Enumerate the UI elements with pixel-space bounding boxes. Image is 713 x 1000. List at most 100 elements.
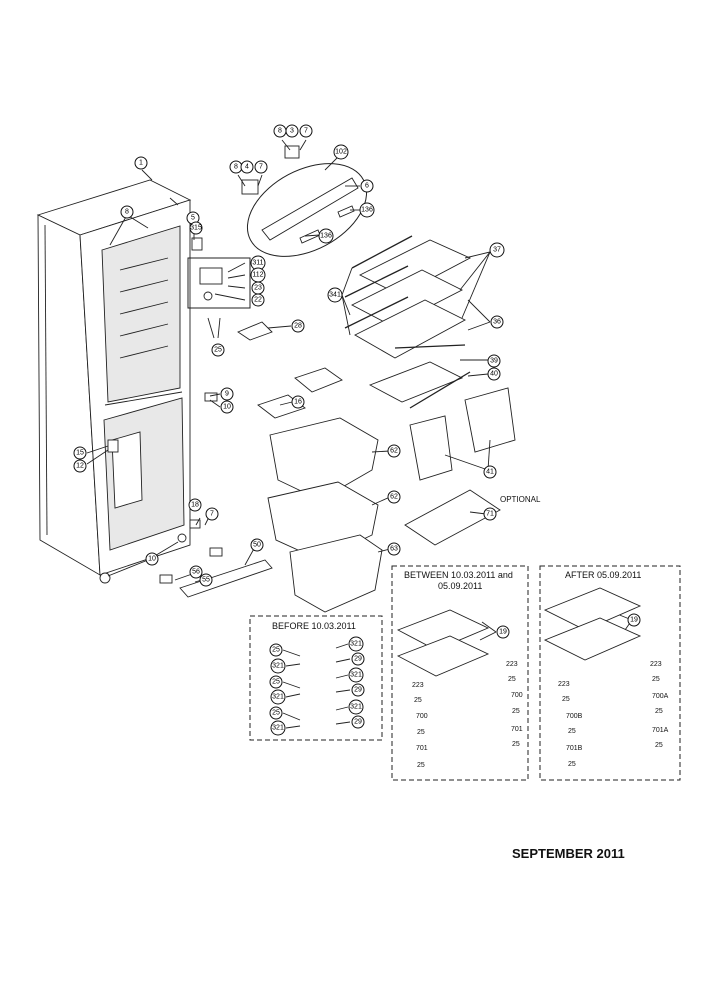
callout-7: 7: [254, 160, 268, 174]
callout-circle: [318, 228, 334, 244]
callout-circle: [220, 387, 234, 401]
leader-lines: [86, 154, 633, 641]
callout-circle: [359, 202, 375, 218]
callout-circle: [203, 291, 213, 301]
part-number-label: 25: [568, 728, 576, 735]
top-hinge-assembly: [237, 139, 307, 195]
before-left-items: 25 321 25 321 25 321: [269, 643, 286, 736]
callout-circle: [269, 643, 283, 657]
callout-circle: [348, 699, 364, 715]
callout-28: 28: [291, 319, 305, 333]
part-number-label: 18: [191, 502, 199, 509]
part-number-label: 37: [493, 247, 501, 254]
callout-12: 12: [73, 459, 87, 473]
callout-9: 9: [220, 387, 234, 401]
part-number-label: 28: [294, 323, 302, 330]
after-callout-19: 19: [630, 617, 638, 624]
part-number-label: 25: [272, 710, 280, 717]
callout-circle: [250, 538, 264, 552]
callout-circle: [351, 683, 365, 697]
callout-6: 6: [360, 179, 374, 193]
foot-parts: [99, 392, 273, 598]
part-number-label: 311: [252, 260, 263, 267]
callout-circle: [270, 720, 286, 736]
callout-circle: [254, 160, 268, 174]
part-number-label: 315: [190, 225, 202, 232]
part-number-label: 9: [225, 391, 229, 398]
callout-circle: [199, 573, 213, 587]
callout-circle: [73, 446, 87, 460]
ice-trays: [257, 367, 343, 419]
part-number-label: 50: [253, 542, 261, 549]
part-number-label: 22: [254, 297, 262, 304]
callout-22: 22: [251, 293, 265, 307]
callout-23: 23: [251, 281, 265, 295]
part-number-label: 321: [350, 672, 362, 679]
part-number-label: 321: [272, 694, 284, 701]
between-box: BETWEEN 10.03.2011 and 05.09.2011 19 223…: [391, 565, 529, 781]
part-number-label: 25: [562, 696, 570, 703]
callout-circle: [483, 465, 497, 479]
callout-circle: [387, 542, 401, 556]
part-number-label: 16: [294, 399, 302, 406]
part-number-label: 701A: [652, 727, 669, 734]
callout-circle: [120, 205, 134, 219]
part-number-label: 223: [650, 661, 662, 668]
callout-circle: [189, 221, 203, 235]
between-left-col: 223 25 700 25 701 25: [412, 682, 428, 769]
part-number-label: 4: [245, 164, 249, 171]
part-number-label: 29: [354, 719, 362, 726]
callout-18: 18: [188, 498, 202, 512]
date-footer: SEPTEMBER 2011: [512, 846, 625, 861]
callout-circle: [251, 293, 265, 307]
egg-tray: [404, 489, 501, 546]
fridge-cabinet: [36, 179, 192, 576]
before-box: BEFORE 10.03.2011 25 321 25 321 25 321 3…: [249, 615, 383, 741]
callout-71: 71: [483, 507, 497, 521]
callout-circle: [291, 319, 305, 333]
part-number-label: 62: [390, 494, 398, 501]
callout-136: 136: [359, 202, 375, 218]
part-number-label: 321: [350, 704, 362, 711]
callout-circle: [285, 124, 299, 138]
part-number-label: 71: [486, 511, 494, 518]
between-box-title-1: BETWEEN 10.03.2011 and: [404, 570, 513, 580]
part-number-label: 15: [76, 450, 84, 457]
callout-circle: [487, 367, 501, 381]
callout-10: 10: [145, 552, 159, 566]
part-number-label: 25: [272, 679, 280, 686]
part-number-label: 321: [350, 641, 362, 648]
part-number-label: 136: [361, 207, 373, 214]
callout-circle: [348, 636, 364, 652]
part-number-label: 5: [191, 215, 195, 222]
part-number-label: 62: [390, 448, 398, 455]
part-number-label: 41: [486, 469, 494, 476]
after-right-col: 223 25 700A 25 701A 25: [650, 661, 669, 749]
part-number-label: 63: [390, 546, 398, 553]
callout-8: 8: [273, 124, 287, 138]
callout-circle: [299, 124, 313, 138]
callouts: 1 8 8 3 7 8 4 7 102 6 136 136 5 315 311 …: [73, 124, 505, 587]
callout-circle: [211, 343, 225, 357]
callout-circle: [189, 565, 203, 579]
callout-circle: [489, 242, 505, 258]
before-box-title: BEFORE 10.03.2011: [272, 621, 356, 631]
freezer-drawers: [267, 417, 383, 613]
part-number-label: 700: [511, 692, 523, 699]
callout-circle: [387, 444, 401, 458]
part-number-label: 56: [192, 569, 200, 576]
callout-circle: [627, 613, 641, 627]
callout-circle: [269, 675, 283, 689]
callout-circle: [188, 498, 202, 512]
callout-40: 40: [487, 367, 501, 381]
callout-circle: [351, 715, 365, 729]
callout-circle: [99, 572, 111, 584]
callout-circle: [205, 507, 219, 521]
callout-112: 112: [250, 267, 266, 283]
part-number-label: 8: [234, 164, 238, 171]
door-bar-assembly: [246, 163, 368, 257]
callout-7: 7: [299, 124, 313, 138]
part-number-label: 223: [558, 681, 570, 688]
callout-136: 136: [318, 228, 334, 244]
part-number-label: 25: [417, 762, 425, 769]
